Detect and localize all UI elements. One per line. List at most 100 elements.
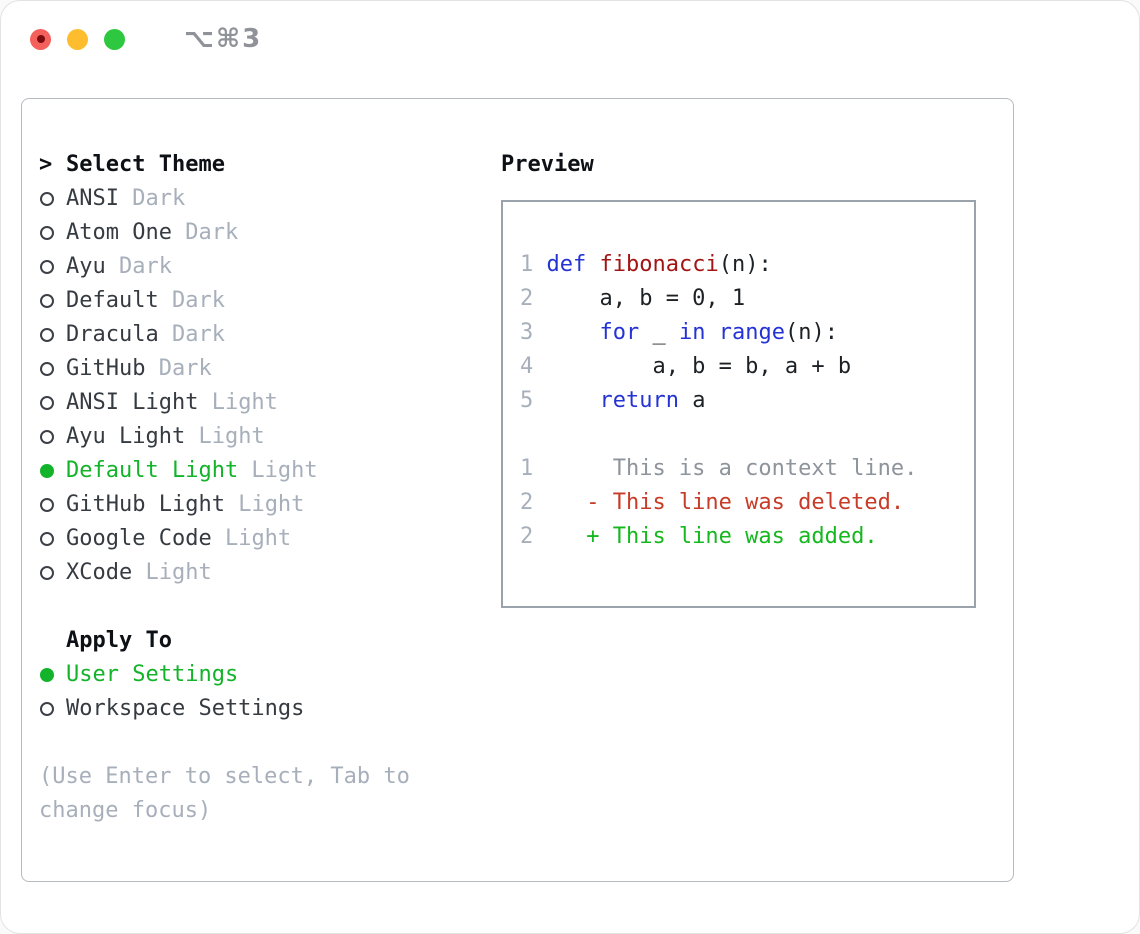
hint-line-2: change focus): [39, 798, 212, 823]
theme-option[interactable]: Default Light Light: [39, 454, 501, 488]
option-label: Default: [66, 288, 159, 313]
theme-option[interactable]: XCode Light: [39, 556, 501, 590]
radio-unselected-icon: [39, 352, 66, 386]
apply-to-option[interactable]: Workspace Settings: [39, 692, 501, 726]
line-number: 1: [520, 456, 534, 481]
apply-to-option[interactable]: User Settings: [39, 658, 501, 692]
minimize-button[interactable]: [67, 28, 88, 50]
code-line: 2 a, b = 0, 1: [520, 282, 974, 316]
option-variant: Light: [198, 390, 278, 415]
line-number: 2: [520, 524, 534, 549]
code-line: 1 def fibonacci(n):: [520, 248, 974, 282]
option-label: Google Code: [66, 526, 212, 551]
option-label: ANSI Light: [66, 390, 199, 415]
theme-option[interactable]: ANSI Light Light: [39, 386, 501, 420]
option-label: GitHub Light: [66, 492, 225, 517]
window-title: ⌥⌘3: [184, 24, 263, 54]
hint-line-1: (Use Enter to select, Tab to: [39, 764, 410, 789]
option-label: Default Light: [66, 458, 239, 483]
line-number: 1: [520, 252, 534, 277]
code-line: 4 a, b = b, a + b: [520, 350, 974, 384]
code-line: 2 + This line was added.: [520, 520, 974, 554]
code-token: a, b = 0, 1: [546, 286, 746, 311]
select-theme-heading: Select Theme: [66, 152, 225, 177]
code-token: return: [599, 388, 679, 413]
code-token: (n):: [718, 252, 772, 277]
theme-option[interactable]: Atom One Dark: [39, 216, 501, 250]
theme-option[interactable]: GitHub Light Light: [39, 488, 501, 522]
option-label: XCode: [66, 560, 133, 585]
code-line: 3 for _ in range(n):: [520, 316, 974, 350]
theme-option[interactable]: Google Code Light: [39, 522, 501, 556]
code-token: [546, 388, 599, 413]
apply-to-marker: [39, 624, 66, 658]
option-variant: Dark: [158, 288, 225, 313]
radio-unselected-icon: [39, 692, 66, 726]
option-label: Workspace Settings: [66, 696, 305, 721]
theme-option[interactable]: Default Dark: [39, 284, 501, 318]
spacer: [39, 590, 501, 624]
option-variant: Light: [185, 424, 265, 449]
radio-unselected-icon: [39, 556, 66, 590]
radio-unselected-icon: [39, 488, 66, 522]
theme-option[interactable]: Ayu Light Light: [39, 420, 501, 454]
code-line: 2 - This line was deleted.: [520, 486, 974, 520]
code-token: for: [599, 320, 640, 345]
line-number: 4: [520, 354, 534, 379]
option-variant: Dark: [171, 220, 239, 245]
zoom-button[interactable]: [104, 28, 125, 50]
close-dot-icon: [36, 35, 45, 43]
code-token: - This line was deleted.: [546, 490, 905, 515]
spacer: [39, 726, 501, 760]
option-variant: Dark: [118, 186, 186, 211]
select-theme-heading-row: > Select Theme: [39, 148, 501, 182]
code-token: + This line was added.: [546, 524, 878, 549]
code-token: a, b = b, a + b: [546, 354, 852, 379]
code-token: range: [718, 320, 785, 345]
radio-unselected-icon: [39, 284, 66, 318]
code-token: def: [546, 252, 587, 277]
close-button[interactable]: [30, 28, 51, 50]
option-label: Ayu Light: [66, 424, 186, 449]
option-variant: Light: [238, 458, 318, 483]
option-variant: Light: [224, 492, 305, 517]
option-variant: Dark: [105, 254, 172, 279]
preview-heading: Preview: [501, 152, 594, 177]
option-label: Atom One: [66, 220, 172, 245]
theme-option[interactable]: GitHub Dark: [39, 352, 501, 386]
line-number: 5: [520, 388, 534, 413]
code-token: fibonacci: [599, 252, 719, 277]
code-token: in: [678, 320, 706, 345]
code-token: a: [678, 388, 706, 413]
code-token: (n):: [784, 320, 838, 345]
radio-unselected-icon: [39, 318, 66, 352]
option-label: User Settings: [66, 662, 239, 687]
code-line: 1 This is a context line.: [520, 452, 974, 486]
option-label: ANSI: [66, 186, 119, 211]
code-token: _: [639, 320, 679, 345]
theme-option[interactable]: ANSI Dark: [39, 182, 501, 216]
theme-option[interactable]: Ayu Dark: [39, 250, 501, 284]
option-variant: Dark: [145, 356, 212, 381]
radio-unselected-icon: [39, 522, 66, 556]
option-variant: Light: [132, 560, 212, 585]
radio-unselected-icon: [39, 386, 66, 420]
radio-unselected-icon: [39, 216, 66, 250]
prompt-marker: >: [39, 152, 53, 177]
code-token: This is a context line.: [546, 456, 918, 481]
theme-option[interactable]: Dracula Dark: [39, 318, 501, 352]
option-label: Ayu: [66, 254, 106, 279]
titlebar: ⌥⌘3: [1, 1, 1139, 77]
radio-unselected-icon: [39, 420, 66, 454]
line-number: 2: [520, 490, 534, 515]
apply-to-heading-row: Apply To: [39, 624, 501, 658]
radio-unselected-icon: [39, 250, 66, 284]
